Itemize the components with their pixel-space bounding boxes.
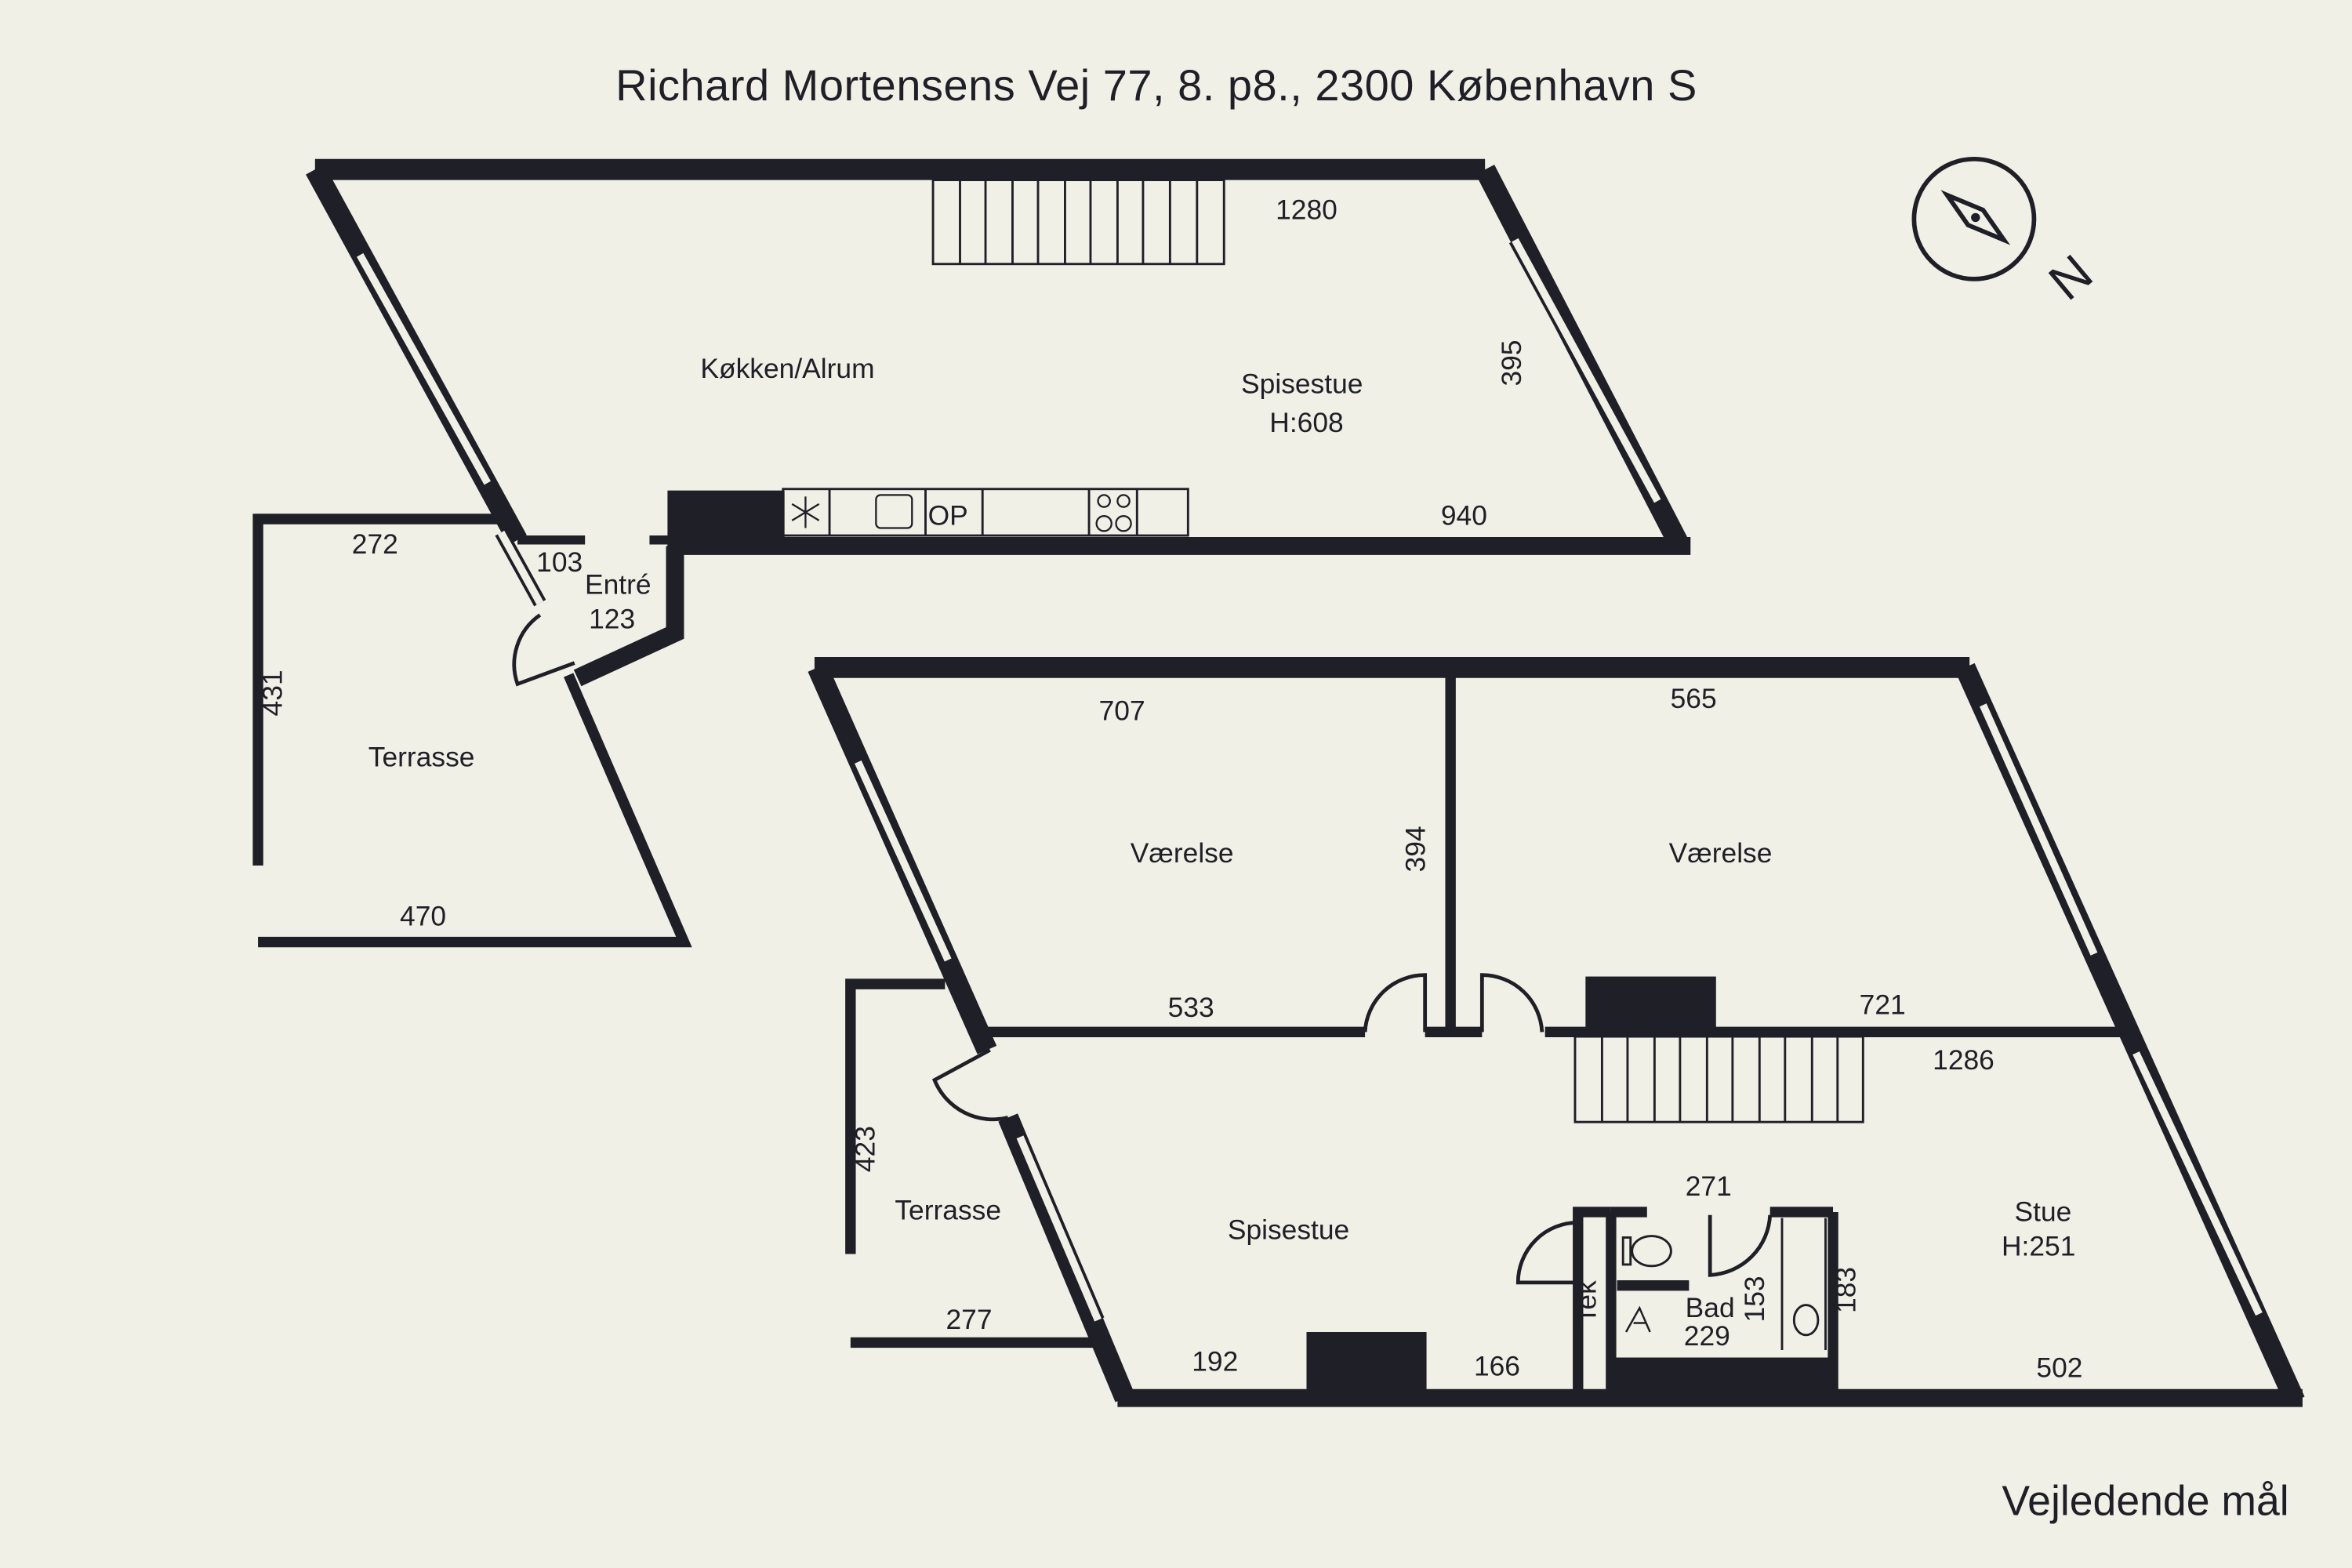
room-bedroom-1-label: Værelse [1131,838,1234,869]
entry-wall [573,546,684,687]
room-dining-upper-height: H:608 [1269,408,1343,438]
dim-dining-bottom-2: 166 [1474,1351,1520,1381]
dim-bath-side-2: 183 [1831,1267,1862,1313]
kitchen-counter [782,488,1189,537]
upper-stairs [931,179,1225,266]
dim-upper-bottom: 940 [1441,501,1487,532]
bedroom-column [1585,976,1716,1033]
dim-terrace-upper-side: 431 [258,670,289,716]
dim-living-top: 1286 [1933,1045,1994,1076]
upper-floor [252,158,1691,948]
bedroom-2-door [1479,973,1544,1033]
dim-terrace-upper-top: 272 [352,529,398,560]
dim-bath-area: 229 [1684,1321,1730,1352]
dim-terrace-lower-bottom: 277 [946,1305,992,1335]
upper-terrace-edge [252,514,500,866]
dim-dining-bottom-1: 192 [1192,1347,1238,1377]
dim-bath-side: 153 [1740,1276,1770,1322]
shower-drain-icon [1792,1304,1820,1337]
room-dining-upper-label: Spisestue [1241,368,1363,399]
room-living-height: H:251 [2002,1231,2075,1261]
appliance-op-label: OP [928,501,968,532]
upper-terrace-railing [258,673,692,948]
room-kitchen-label: Køkken/Alrum [700,354,874,384]
address-title: Richard Mortensens Vej 77, 8. p8., 2300 … [615,60,1697,110]
entry-door [512,613,575,687]
lower-stairs [1573,1035,1864,1123]
dim-terrace-upper-bottom: 470 [400,902,446,932]
dim-entry-width: 123 [589,604,635,635]
boiler-icon [1624,1305,1651,1333]
bathroom-block [1515,1207,1838,1399]
room-bath-label: Bad [1686,1293,1735,1323]
compass-icon [1911,156,2037,281]
freezer-icon [791,496,820,528]
dim-upper-top: 1280 [1276,194,1338,225]
lower-floor [808,657,2305,1407]
terrace-door-lower [931,1048,1009,1122]
room-terrace-lower-label: Terrasse [895,1196,1001,1226]
dim-entry-top: 103 [536,547,583,578]
room-living-label: Stue [2015,1196,2072,1227]
dim-bath-top: 271 [1686,1171,1732,1202]
upper-column [667,490,785,546]
dim-living-bottom: 502 [2036,1352,2082,1383]
room-terrace-upper-label: Terrasse [368,742,475,773]
compass-north-label: N [2038,243,2103,310]
room-dining-lower-label: Spisestue [1228,1214,1349,1245]
dim-bed2-bottom: 721 [1860,989,1906,1020]
dim-bed-divider: 394 [1401,826,1432,872]
sink-icon [875,494,913,529]
lower-column [1306,1332,1427,1399]
toilet-icon [1631,1235,1672,1268]
hob-icon [1095,494,1132,532]
lower-terrace-edge [845,978,946,1254]
tech-door [1515,1220,1578,1285]
room-tech-label: Tek [1572,1280,1602,1323]
dim-bed2-top: 565 [1671,684,1717,714]
room-entry-label: Entré [585,570,652,601]
dim-bed1-top: 707 [1099,695,1145,726]
bath-door [1708,1214,1773,1277]
dim-bed1-bottom: 533 [1168,993,1214,1023]
dim-upper-side: 395 [1497,340,1527,387]
bedroom-1-door [1363,973,1428,1033]
guideline-footnote: Vejledende mål [2002,1478,2288,1524]
dim-terrace-lower-side: 423 [850,1126,880,1172]
room-bedroom-2-label: Værelse [1669,838,1773,869]
